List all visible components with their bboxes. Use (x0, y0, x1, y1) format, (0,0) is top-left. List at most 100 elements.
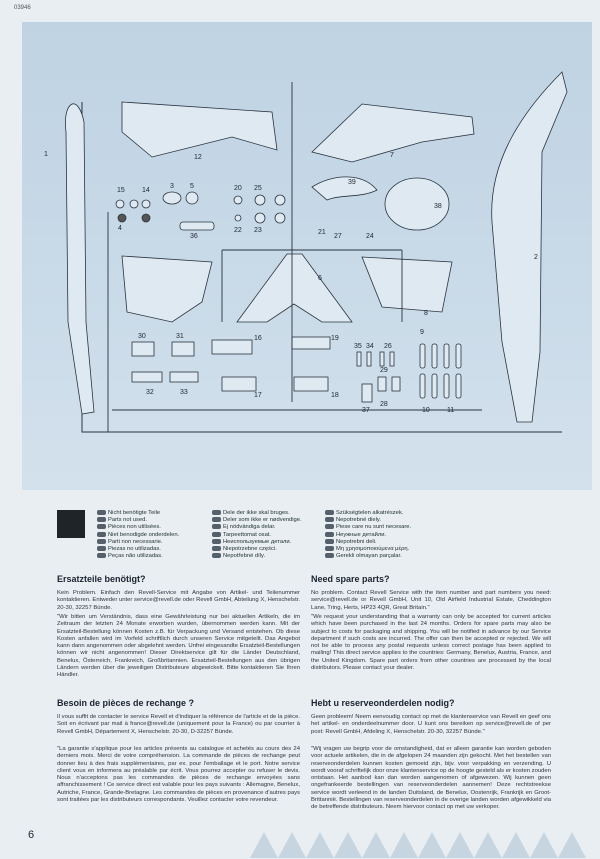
flag-icon (212, 546, 221, 552)
part-label: 22 (234, 227, 242, 234)
part-label: 35 (354, 343, 362, 350)
flag-icon (97, 510, 106, 515)
part-label: 11 (447, 407, 454, 414)
legend-entry: Μη χρησιμοποιούμενα μέρη. (325, 546, 411, 553)
part-label: 4 (118, 225, 122, 232)
part-wing-lower-left (121, 255, 213, 323)
flag-icon (212, 517, 221, 523)
legend-entry: Dele der ikke skal bruges. (212, 510, 302, 517)
part-label: 32 (146, 389, 154, 396)
part-wing-lower-right (361, 256, 453, 313)
paragraph-nl-2: "Wij vragen uw begrip voor de omstandigh… (311, 746, 551, 811)
part-label: 8 (424, 310, 428, 317)
part-39 (311, 176, 378, 201)
flag-icon (325, 531, 334, 537)
part-label: 10 (422, 407, 430, 414)
part-label: 6 (318, 275, 322, 282)
part-fuselage-right (491, 71, 568, 423)
part-label: 24 (366, 233, 374, 240)
decorative-triangles (250, 832, 586, 858)
legend-entry: Pièces non utilisées. (97, 524, 179, 531)
part-label: 25 (254, 185, 262, 192)
paragraph-de-1: Kein Problem. Einfach den Revell-Service… (57, 590, 300, 611)
part-label: 38 (434, 203, 442, 210)
legend-column-2: Dele der ikke skal bruges. Deler som ikk… (212, 510, 302, 561)
page-number: 6 (28, 829, 35, 841)
paragraph-nl-1: Geen probleem! Neem eenvoudig contact op… (311, 714, 551, 735)
flag-icon (97, 546, 106, 552)
flag-icon (325, 538, 334, 544)
legend-entry: Deler som ikke er nødvendige. (212, 517, 302, 524)
part-label: 27 (334, 233, 342, 240)
part-36 (179, 221, 215, 231)
part-label: 30 (138, 333, 146, 340)
flag-icon (212, 553, 221, 559)
part-wing-12 (121, 101, 278, 158)
flag-icon (212, 538, 221, 544)
part-label: 15 (117, 187, 125, 194)
heading-nl: Hebt u reserveonderdelen nodig? (311, 698, 455, 708)
legend-entry: Peças não utilizadas. (97, 553, 179, 560)
document-code: 03946 (14, 5, 31, 11)
legend-entry: Неужные детайли. (325, 531, 411, 539)
part-label: 29 (380, 367, 388, 374)
part-label: 18 (331, 392, 339, 399)
flag-icon (325, 553, 334, 559)
flag-icon (97, 538, 106, 544)
legend-entry: Parts not used. (97, 517, 179, 524)
part-label: 31 (176, 333, 184, 340)
paragraph-de-2: "Wir bitten um Verständnis, dass eine Ge… (57, 614, 300, 679)
part-label: 36 (190, 233, 198, 240)
legend-entry: Nepotřebné díly. (212, 553, 302, 560)
part-label: 33 (180, 389, 188, 396)
part-label: 1 (44, 151, 48, 158)
flag-icon (325, 517, 334, 523)
flag-icon (212, 531, 221, 537)
legend-entry: Parti non necessarie. (97, 538, 179, 546)
flag-icon (325, 546, 334, 552)
part-label: 9 (420, 329, 424, 336)
heading-fr: Besoin de pièces de rechange ? (57, 698, 195, 708)
sprue-drawing: 1 2 3 4 5 6 7 8 9 10 11 12 14 15 16 17 1… (44, 71, 568, 433)
part-label: 34 (366, 343, 374, 350)
legend-entry: Nicht benötigte Teile (97, 510, 179, 517)
part-label: 7 (390, 152, 394, 159)
legend-column-1: Nicht benötigte Teile Parts not used. Pi… (97, 510, 179, 561)
sprue-diagram: 1 2 3 4 5 6 7 8 9 10 11 12 14 15 16 17 1… (22, 22, 592, 490)
part-label: 37 (362, 407, 370, 414)
legend-entry: Piese care nu sunt necesare. (325, 524, 411, 531)
part-label: 16 (254, 335, 262, 342)
part-label: 39 (348, 179, 356, 186)
legend-entry: Nepotrebné diely. (325, 517, 411, 524)
legend-entry: Piezas no utilizadas. (97, 546, 179, 553)
part-label: 5 (190, 183, 194, 190)
part-wing-7 (311, 103, 475, 163)
flag-icon (97, 524, 106, 530)
part-38 (384, 177, 450, 231)
flag-icon (212, 524, 221, 530)
part-label: 19 (331, 335, 339, 342)
flag-icon (325, 524, 334, 530)
paragraph-en-2: "We request your understanding that a wa… (311, 614, 551, 672)
part-label: 3 (170, 183, 174, 190)
legend-entry: Gerekli olmayan parçalar. (325, 553, 411, 560)
part-label: 23 (254, 227, 262, 234)
paragraph-fr-2: "La garantie s'applique pour les article… (57, 746, 300, 804)
paragraph-fr-1: Il vous suffit de contacter le service R… (57, 714, 300, 735)
flag-icon (97, 553, 106, 559)
part-label: 26 (384, 343, 392, 350)
part-label: 14 (142, 187, 150, 194)
part-label: 28 (380, 401, 388, 408)
part-tailplane-6 (236, 253, 353, 323)
part-label: 2 (534, 254, 538, 261)
part-3 (162, 191, 182, 205)
flag-icon (97, 531, 106, 537)
legend-entry: Ej nödvändiga delar. (212, 524, 302, 531)
unused-parts-swatch (57, 510, 85, 538)
heading-en: Need spare parts? (311, 574, 390, 584)
paragraph-en-1: No problem. Contact Revell Service with … (311, 590, 551, 611)
part-label: 20 (234, 185, 242, 192)
legend-entry: Неиспользуемые детали. (212, 538, 302, 546)
legend-entry: Nepotrebni deli. (325, 538, 411, 546)
